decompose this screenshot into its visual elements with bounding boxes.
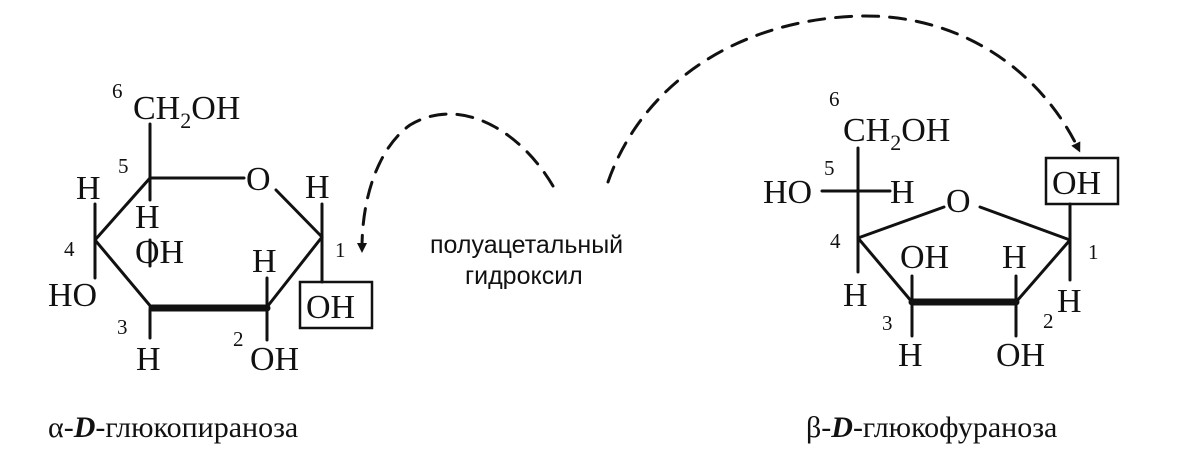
c1-c2-bond: [265, 235, 324, 309]
c6-number: 6: [112, 79, 123, 103]
furanose-c4-h: H: [843, 277, 868, 314]
hemiacetal-label-line2: гидроксил: [465, 262, 583, 290]
furanose-ring-oxygen: O: [946, 183, 971, 220]
furanose-c6-number: 6: [829, 87, 840, 111]
o-c1-bond: [274, 188, 324, 239]
c1-oh: OH: [306, 289, 355, 326]
furanose-c1-h: H: [1057, 283, 1082, 320]
pyranose-caption: α-D-глюкопираноза: [48, 411, 298, 444]
furanose-c5-ho: HO: [763, 174, 812, 211]
c3-number: 3: [117, 315, 128, 339]
furanose-caption: β-D-глюкофураноза: [806, 411, 1057, 444]
arrow-to-furanose-oh: [606, 14, 1081, 184]
c3-c4-bond: [93, 238, 154, 310]
hemiacetal-hydroxyl-box-f: [1044, 156, 1120, 206]
pyranose-ring-oxygen: O: [246, 161, 271, 198]
c5-number: 5: [118, 154, 129, 178]
o-c1-bond-f: [978, 205, 1072, 242]
furanose-c2-oh: OH: [996, 337, 1045, 374]
c2-number: 2: [233, 327, 244, 351]
c3-c4-bond-f: [856, 236, 914, 304]
hemiacetal-label-line1: полуацетальный: [430, 231, 623, 259]
furanose-c3-number: 3: [882, 311, 893, 335]
c4-o-bond: [856, 205, 946, 240]
c4-number: 4: [64, 237, 75, 261]
furanose-ch2oh: CH2OH: [843, 112, 950, 155]
c1-c2-bond-f: [1014, 238, 1072, 304]
furanose-c2-h: H: [1002, 239, 1027, 276]
furanose-c1-oh: OH: [1052, 165, 1101, 202]
furanose-c3-oh: OH: [900, 239, 949, 276]
furanose-c4-number: 4: [830, 229, 841, 253]
c3-ho: HO: [48, 277, 97, 314]
hemiacetal-hydroxyl-box: [298, 280, 374, 330]
furanose-c5-h: H: [890, 174, 915, 211]
c1-h: H: [305, 169, 330, 206]
c5-h: H: [135, 199, 160, 236]
furanose-c1-number: 1: [1088, 240, 1099, 264]
c4-h: H: [76, 170, 101, 207]
beta-d-glucofuranose: 6 CH2OH 5 HO H O 4 H OH 3 H H 2 OH OH: [763, 87, 1120, 444]
c1-number: 1: [335, 238, 346, 262]
arrow-to-pyranose-oh: [357, 112, 555, 253]
c2-oh: OH: [250, 341, 299, 378]
c4-oh: OH: [135, 234, 184, 271]
furanose-c5-number: 5: [824, 156, 835, 180]
furanose-c2-number: 2: [1043, 309, 1054, 333]
alpha-d-glucopyranose: 6 CH2OH O 5 H H 4 OH HO 3 H H 2 OH: [48, 79, 374, 444]
pyranose-ch2oh: CH2OH: [133, 90, 240, 133]
c2-h: H: [252, 243, 277, 280]
furanose-c3-h: H: [898, 337, 923, 374]
c4-c5-bond: [93, 176, 152, 242]
c3-h: H: [136, 341, 161, 378]
